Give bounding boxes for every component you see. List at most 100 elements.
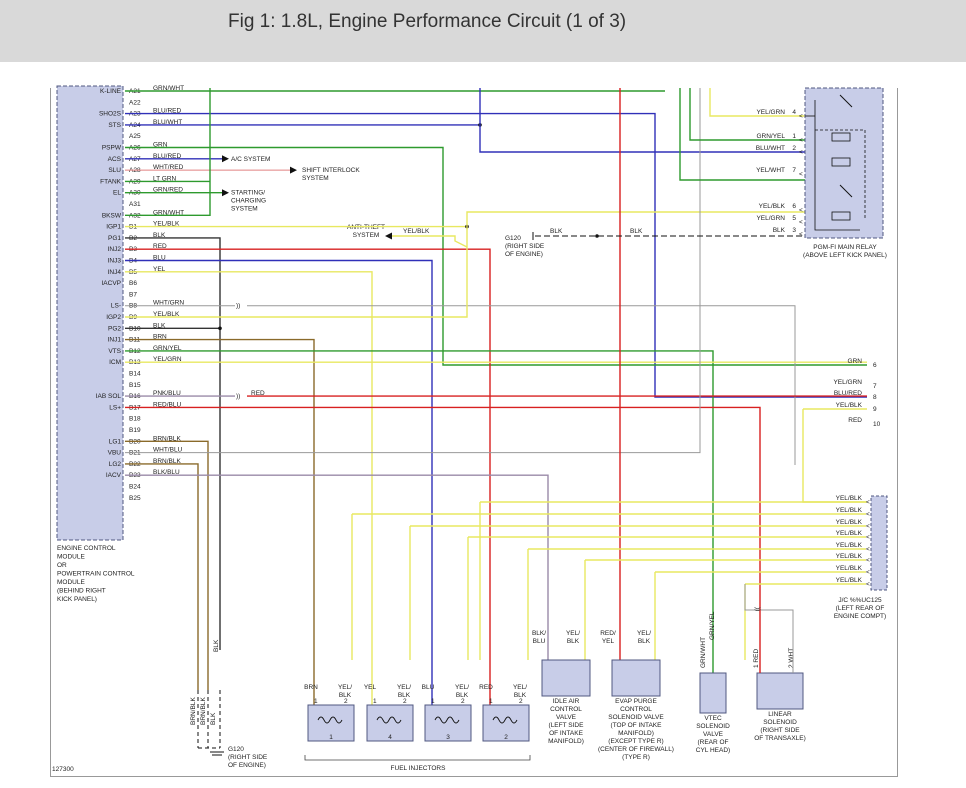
ground-wire-label: BRN/BLK [200, 697, 207, 725]
ecm-terminal-name: LG1 [109, 438, 122, 445]
idle-air-control-valve [541, 659, 591, 697]
relay-resistor [831, 157, 851, 167]
evap-label: (CENTER OF FIREWALL) [598, 746, 674, 753]
injector-pin: 2 [403, 698, 407, 705]
ecm-wire-label: YEL [153, 266, 166, 273]
ecm-wire-label: YEL/BLK [153, 221, 180, 228]
ecm-wire-label: GRN/RED [153, 187, 183, 194]
ecm-wire-label: GRN/WHT [153, 85, 184, 92]
injector-coil-icon [317, 716, 343, 724]
linear-wire-label: 2 WHT [788, 648, 795, 668]
ecm-terminal-name: INJ1 [108, 337, 122, 344]
injector-wire-label: BLK [398, 692, 411, 699]
vtec-label: SOLENOID [696, 723, 730, 730]
wire-igp2 [125, 226, 468, 318]
ecm-pin-number: B24 [129, 484, 141, 491]
injector-pin: 1 [314, 698, 318, 705]
relay-internal [815, 129, 866, 220]
ecm-label: OR [57, 562, 67, 569]
evap-wire-label: RED/ [600, 630, 616, 637]
iac-label: MANIFOLD) [548, 738, 584, 745]
ecm-pin-number: B14 [129, 371, 141, 378]
linear-label: (RIGHT SIDE [760, 727, 800, 734]
shift-interlock-label: SHIFT INTERLOCK [302, 167, 360, 174]
jc-connector: < [866, 534, 870, 541]
jc-connector: < [866, 511, 870, 518]
injector-pin: 2 [461, 698, 465, 705]
evap-wire-label: YEL [602, 638, 615, 645]
injector-wire-label: BRN [304, 684, 318, 691]
ecm-wire-label: BRN/BLK [153, 458, 181, 465]
ac-arrow [222, 155, 229, 163]
ecm-terminal-name: ICM [109, 359, 121, 366]
ecm-pin-number: A25 [129, 133, 141, 140]
relay-label: PGM-FI MAIN RELAY [813, 244, 877, 251]
wire-iacv [125, 474, 549, 660]
ecm-terminal-name: LS+ [109, 404, 121, 411]
relay-pin-number: 5 [792, 215, 796, 222]
anti-theft-label: SYSTEM [353, 232, 380, 239]
evap-label: MANIFOLD) [618, 730, 654, 737]
wire-yelgrn-top [709, 88, 805, 117]
ecm-wire-label: RED/BLU [153, 401, 181, 408]
iac-label: OF INTAKE [549, 730, 583, 737]
injector-wire-label: RED [479, 684, 493, 691]
injector-coil-icon [434, 716, 460, 724]
ecm-wire-label: YEL/BLK [153, 311, 180, 318]
ecm-wire-label: BLK/BLU [153, 469, 180, 476]
ecm-wire-label: GRN/YEL [153, 345, 182, 352]
injector-wire-label: YEL/ [455, 684, 469, 691]
evap-label: (TYPE R) [622, 754, 650, 761]
ecm-pin-number: B19 [129, 427, 141, 434]
fuel-injector [366, 704, 414, 742]
relay-connector: < [799, 219, 803, 226]
joint-connector [870, 495, 888, 591]
ecm-terminal-name: EL [113, 190, 121, 197]
wire-vts [125, 350, 714, 680]
continuation-number: 10 [873, 421, 881, 428]
iac-wire-label: BLK [567, 638, 580, 645]
continuation-wire-label: YEL/GRN [833, 379, 862, 386]
ecm-pin-number: B6 [129, 280, 137, 287]
ecm-terminal-name: IACVP [101, 280, 121, 287]
jc-connector: < [866, 499, 870, 506]
ecm-terminal-name: BKSW [102, 212, 122, 219]
injector-number: 2 [504, 734, 508, 741]
injector-pin: 1 [431, 698, 435, 705]
wire-pg1 [125, 237, 221, 650]
evap-wire-label: BLK [638, 638, 651, 645]
injector-wire-label: BLK [514, 692, 527, 699]
wire-ls-plus [125, 406, 761, 600]
injector-coil-icon [492, 716, 518, 724]
ground-blk-label: BLK [630, 228, 643, 235]
relay-label: (ABOVE LEFT KICK PANEL) [803, 252, 887, 259]
ecm-terminal-name: STS [108, 122, 121, 129]
injector-number: 1 [329, 734, 333, 741]
ecm-terminal-name: VTS [108, 348, 121, 355]
evap-label: CONTROL [620, 706, 652, 713]
pgm-fi-relay [804, 87, 884, 239]
relay-wire-label: BLU/WHT [756, 145, 785, 152]
injector-pin: 1 [373, 698, 377, 705]
jc-connector: < [866, 523, 870, 530]
ecm-wire-label: BLK [153, 322, 166, 329]
relay-connector: < [799, 171, 803, 178]
relay-wire-label: YEL/GRN [756, 109, 785, 116]
wire-grn-top [679, 88, 805, 181]
wire-linear-2 [744, 584, 794, 673]
wire-anti-theft [392, 235, 468, 248]
ecm-wire-label: LT GRN [153, 175, 177, 182]
relay-wire-label: YEL/WHT [756, 167, 785, 174]
ecm-terminal-name: IAB SOL [96, 393, 122, 400]
iac-label: CONTROL [550, 706, 582, 713]
injector-pin: 2 [519, 698, 523, 705]
jc-wire-label: YEL/BLK [836, 507, 863, 514]
vtec-solenoid-valve [699, 672, 727, 714]
continuation-number: 8 [873, 394, 877, 401]
jc-connector: < [866, 557, 870, 564]
iac-label: (LEFT SIDE [549, 722, 585, 729]
ecm-wire-label: WHT/GRN [153, 300, 184, 307]
ecm-terminal-name: LG2 [109, 461, 122, 468]
ecm-pin-number: B7 [129, 291, 137, 298]
